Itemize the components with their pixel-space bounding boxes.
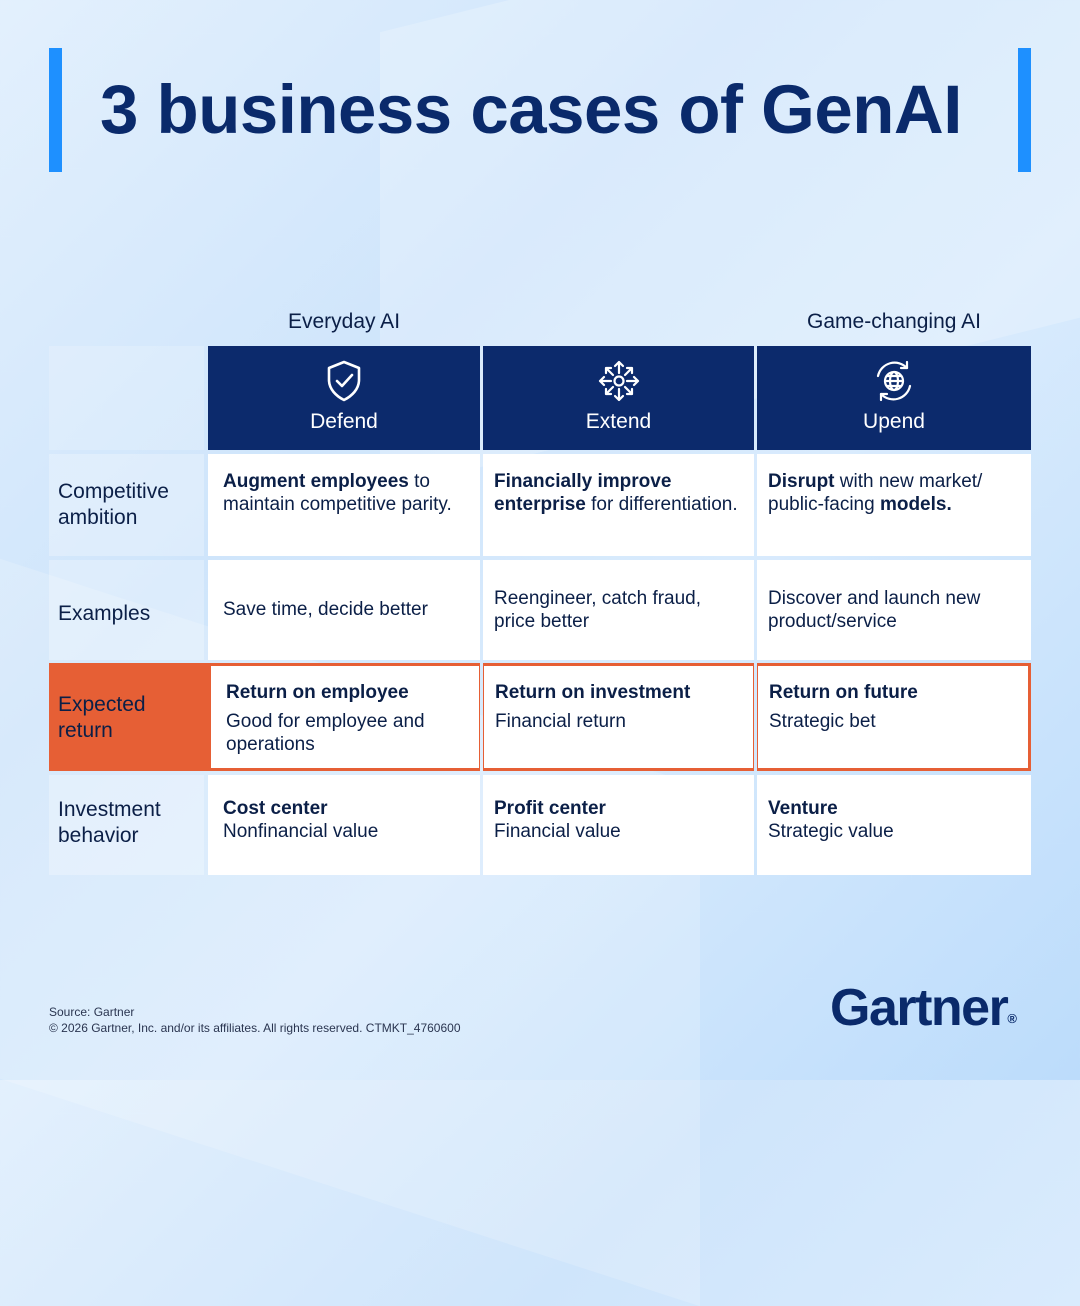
gartner-logo: Gartner® — [830, 978, 1017, 1038]
column-header-label: Extend — [585, 410, 652, 433]
column-header-label: Defend — [310, 410, 378, 433]
column-header-defend: Defend — [208, 346, 480, 450]
cell-title: Cost center — [223, 798, 328, 819]
cell-title: Return on employee — [226, 682, 409, 703]
cell-emphasis: models. — [879, 494, 952, 515]
table-cell: Profit center Financial value — [483, 775, 754, 875]
row-label-highlight — [49, 663, 208, 771]
logo-text: Gartner — [830, 979, 1009, 1037]
expand-arrows-icon — [598, 360, 639, 402]
row-label-expected-return: Expected return — [58, 693, 146, 742]
table-cell: Venture Strategic value — [757, 775, 1031, 875]
column-header-upend: Upend — [757, 346, 1031, 450]
table-cell: Save time, decide better — [208, 560, 480, 660]
cell-emphasis: Augment employees — [223, 471, 409, 492]
cell-subtitle: Good for employee and operations — [226, 711, 425, 755]
cell-subtitle: Nonfinancial value — [223, 821, 379, 842]
table-cell: Reengineer, catch fraud, price better — [483, 560, 754, 660]
tier-label-everyday: Everyday AI — [287, 310, 401, 333]
table-cell: Financially improve enterprise for diffe… — [483, 454, 754, 556]
row-label-investment-behavior: Investment behavior — [58, 798, 161, 847]
cell-emphasis: Disrupt — [768, 471, 835, 492]
table-cell: Discover and launch new product/service — [757, 560, 1031, 660]
shield-check-icon — [327, 360, 361, 402]
cell-subtitle: Strategic value — [768, 821, 894, 842]
table-cell: Return on investment Financial return — [483, 663, 754, 771]
cell-emphasis: Financially improve enterprise — [494, 471, 672, 515]
row-label-background — [49, 560, 204, 660]
table-cell: Disrupt with new market/ public-facing m… — [757, 454, 1031, 556]
table-cell: Return on employee Good for employee and… — [208, 663, 480, 771]
table-cell: Cost center Nonfinancial value — [208, 775, 480, 875]
column-header-extend: Extend — [483, 346, 754, 450]
cell-title: Profit center — [494, 798, 606, 819]
cell-title: Return on investment — [495, 682, 691, 703]
row-label-examples: Examples — [58, 602, 151, 625]
registered-mark: ® — [1007, 1011, 1017, 1026]
table-cell: Return on future Strategic bet — [757, 663, 1031, 771]
copyright-text: © 2026 Gartner, Inc. and/or its affiliat… — [49, 1021, 461, 1035]
row-label-background — [49, 775, 204, 875]
cell-subtitle: Financial return — [495, 711, 626, 732]
globe-cycle-icon — [876, 360, 912, 402]
row-label-competitive-ambition: Competitive ambition — [58, 480, 169, 529]
source-text: Source: Gartner — [49, 1005, 135, 1019]
cell-subtitle: Financial value — [494, 821, 621, 842]
cell-subtitle: Strategic bet — [769, 711, 876, 732]
cell-title: Venture — [768, 798, 838, 819]
cell-text: for differentiation. — [585, 494, 738, 515]
cell-title: Return on future — [769, 682, 918, 703]
cell-text: with new market/ public-facing — [768, 471, 983, 515]
title-accent-bar-left — [49, 48, 62, 172]
title-accent-bar-right — [1018, 48, 1031, 172]
cell-text: to maintain competitive parity. — [223, 471, 452, 515]
row-label-background — [49, 454, 204, 556]
table-corner — [49, 346, 204, 450]
table-cell: Augment employees to maintain competitiv… — [208, 454, 480, 556]
column-header-label: Upend — [863, 410, 925, 433]
page-title: 3 business cases of GenAI — [100, 71, 962, 148]
tier-label-game-changing: Game-changing AI — [807, 310, 981, 333]
footer-source: Source: Gartner © 2026 Gartner, Inc. and… — [49, 1004, 461, 1036]
